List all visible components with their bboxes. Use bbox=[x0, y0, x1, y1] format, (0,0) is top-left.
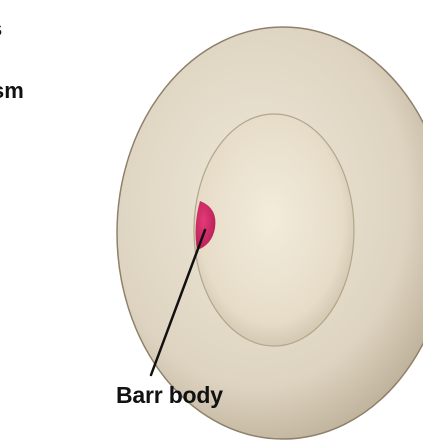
partial-label-cytoplasm: sm bbox=[0, 80, 24, 102]
nucleus bbox=[194, 114, 354, 346]
partial-label-top: s bbox=[0, 18, 2, 40]
barr-body-label: Barr body bbox=[116, 384, 223, 407]
